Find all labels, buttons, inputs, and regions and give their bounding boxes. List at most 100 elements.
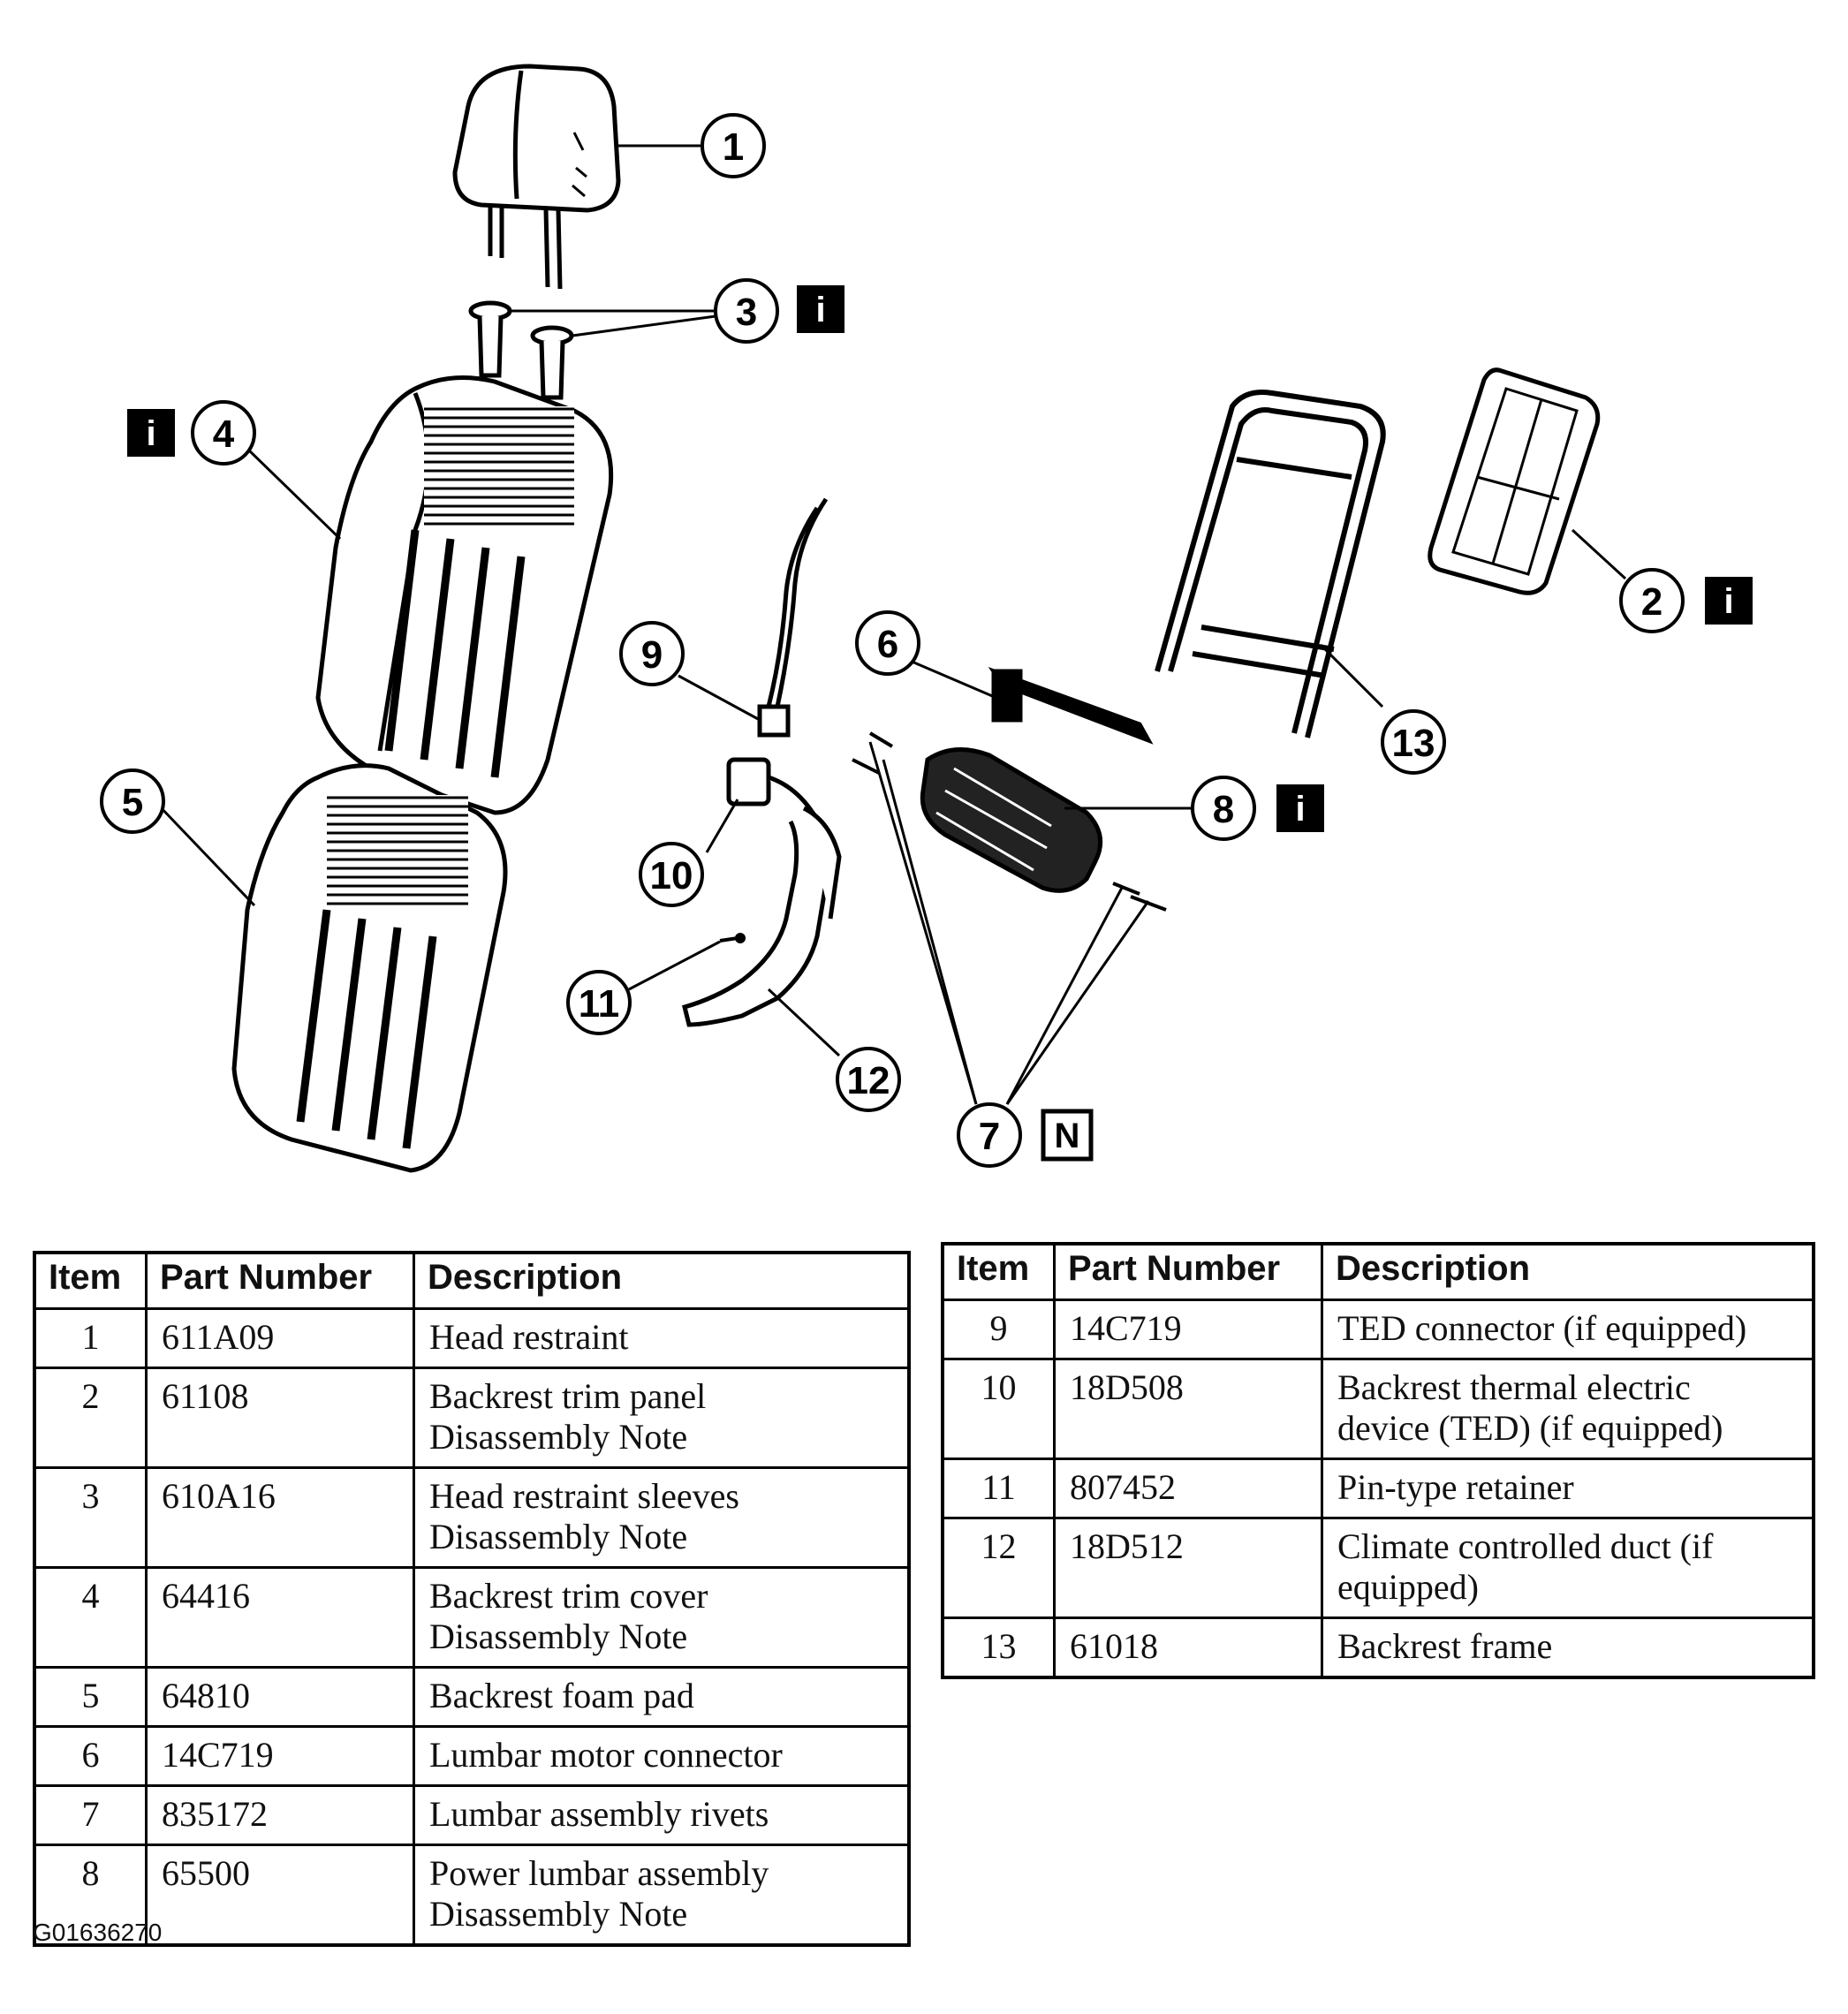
description: TED connector (if equipped): [1321, 1298, 1815, 1360]
column-header-item: Item: [941, 1242, 1056, 1301]
svg-text:i: i: [1723, 582, 1733, 621]
description-line: equipped): [1337, 1567, 1479, 1607]
head-restraint-drawing: [452, 64, 621, 290]
part-number: 18D508: [1053, 1358, 1323, 1460]
part-number: 18D512: [1053, 1517, 1323, 1619]
description: Lumbar assembly rivets: [413, 1784, 911, 1846]
description-line: Backrest thermal electric: [1337, 1367, 1691, 1407]
description-line: Backrest trim panel: [429, 1376, 707, 1416]
part-number: 835172: [145, 1784, 415, 1846]
description: Pin-type retainer: [1321, 1458, 1815, 1519]
parts-table-right: Item Part Number Description 9 14C719 TE…: [941, 1242, 1815, 1679]
part-number: 14C719: [145, 1725, 415, 1787]
description: Backrest frame: [1321, 1616, 1815, 1679]
svg-text:9: 9: [641, 633, 663, 677]
svg-text:3: 3: [736, 291, 757, 334]
callout-12: 12: [836, 1047, 901, 1112]
description: Head restraint: [413, 1307, 911, 1369]
item-number: 12: [941, 1517, 1056, 1619]
info-icon: i: [1705, 577, 1753, 625]
table-row: 7 835172 Lumbar assembly rivets: [33, 1784, 911, 1846]
svg-text:N: N: [1055, 1117, 1080, 1155]
item-number: 4: [33, 1566, 148, 1669]
svg-text:8: 8: [1213, 788, 1234, 831]
description-line: Backrest foam pad: [429, 1676, 694, 1715]
part-number: 611A09: [145, 1307, 415, 1369]
parts-table-left: Item Part Number Description 1 611A09 He…: [33, 1251, 911, 1947]
callout-2: 2: [1619, 568, 1685, 633]
svg-text:1: 1: [723, 125, 744, 169]
description-line: Disassembly Note: [429, 1517, 688, 1556]
callout-1: 1: [701, 113, 766, 178]
description: Backrest foam pad: [413, 1666, 911, 1728]
part-number: 807452: [1053, 1458, 1323, 1519]
table-row: 5 64810 Backrest foam pad: [33, 1666, 911, 1728]
part-number: 610A16: [145, 1466, 415, 1569]
description-line: Power lumbar assembly: [429, 1853, 769, 1893]
svg-text:7: 7: [979, 1115, 1000, 1158]
callout-4: 4: [191, 400, 256, 466]
description-line: Lumbar assembly rivets: [429, 1794, 769, 1834]
lumbar-assembly-drawing: [920, 667, 1154, 893]
description-line: Backrest frame: [1337, 1626, 1553, 1666]
part-number: 14C719: [1053, 1298, 1323, 1360]
description-line: Backrest trim cover: [429, 1576, 708, 1616]
table-header-row: Item Part Number Description: [941, 1242, 1815, 1301]
item-number: 10: [941, 1358, 1056, 1460]
item-number: 1: [33, 1307, 148, 1369]
svg-text:11: 11: [579, 982, 620, 1026]
svg-text:10: 10: [650, 854, 693, 897]
column-header-part-number: Part Number: [1053, 1242, 1323, 1301]
item-number: 8: [33, 1844, 148, 1947]
table-row: 13 61018 Backrest frame: [941, 1616, 1815, 1679]
description-line: Pin-type retainer: [1337, 1467, 1574, 1507]
column-header-description: Description: [1321, 1242, 1815, 1301]
description-line: Head restraint sleeves: [429, 1476, 739, 1516]
svg-text:5: 5: [122, 781, 143, 824]
part-number: 65500: [145, 1844, 415, 1947]
info-icon: i: [127, 409, 175, 457]
note-icon: N: [1041, 1109, 1094, 1162]
head-restraint-sleeves-drawing: [468, 300, 574, 400]
figure-code: G01636270: [33, 1919, 163, 1946]
table-row: 6 14C719 Lumbar motor connector: [33, 1725, 911, 1787]
svg-text:i: i: [146, 414, 155, 453]
callout-9: 9: [619, 621, 685, 686]
description-line: Disassembly Note: [429, 1417, 688, 1457]
svg-text:2: 2: [1641, 580, 1662, 624]
table-row: 1 611A09 Head restraint: [33, 1307, 911, 1369]
leader-lines: [155, 144, 1627, 1105]
item-number: 11: [941, 1458, 1056, 1519]
item-number: 5: [33, 1666, 148, 1728]
description-line: Disassembly Note: [429, 1894, 688, 1934]
exploded-view-diagram: 1 2 3 4 5 6 7 8 9 10 11 12: [100, 64, 1753, 1173]
description-line: Climate controlled duct (if: [1337, 1526, 1714, 1566]
svg-text:4: 4: [213, 413, 235, 456]
callout-3: 3: [714, 278, 779, 344]
callout-5: 5: [100, 768, 165, 834]
backrest-frame-drawing: [1155, 390, 1386, 738]
description-line: Head restraint: [429, 1317, 629, 1357]
part-number: 64810: [145, 1666, 415, 1728]
description-line: TED connector (if equipped): [1337, 1308, 1747, 1348]
svg-text:i: i: [815, 291, 825, 329]
item-number: 3: [33, 1466, 148, 1569]
pin-retainer-drawing: [719, 933, 746, 943]
svg-text:6: 6: [877, 623, 898, 666]
backrest-trim-cover-drawing: [315, 375, 614, 815]
callout-7: 7: [957, 1102, 1022, 1168]
description-line: Disassembly Note: [429, 1616, 688, 1656]
info-icon: i: [1276, 784, 1324, 832]
item-number: 13: [941, 1616, 1056, 1679]
backrest-foam-pad-drawing: [231, 763, 508, 1173]
